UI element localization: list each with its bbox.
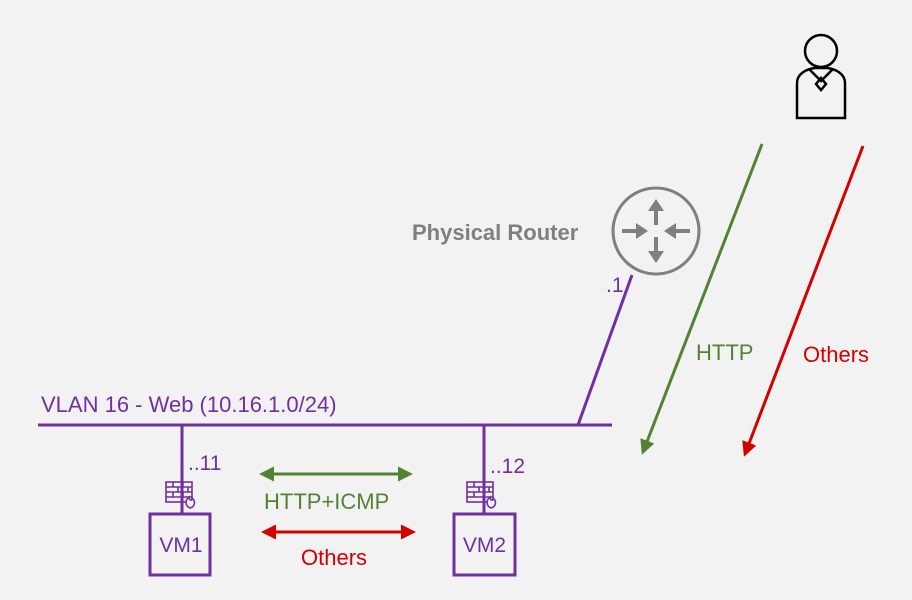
firewall-icon — [165, 481, 196, 509]
vm1-label: VM1 — [159, 534, 203, 557]
east-west-blocked-label: Others — [301, 545, 368, 570]
vlan-label: VLAN 16 - Web (10.16.1.0/24) — [41, 392, 337, 417]
vm1-ip-label: ..11 — [188, 452, 222, 475]
vm2-ip-label: ..12 — [490, 455, 526, 478]
inbound-allowed-label: HTTP — [696, 340, 754, 365]
inbound-blocked-label: Others — [803, 342, 870, 367]
inbound-blocked-arrow — [742, 145, 865, 457]
user-icon — [795, 33, 847, 120]
router-icon[interactable] — [611, 186, 701, 276]
router-label: Physical Router — [412, 220, 579, 245]
east-west-allowed-label: HTTP+ICMP — [264, 489, 390, 514]
vm2-label: VM2 — [462, 534, 507, 557]
firewall-icon — [466, 481, 497, 509]
router-ip-label: .1 — [606, 274, 624, 297]
vm2-box[interactable] — [452, 512, 517, 577]
router-uplink-line — [576, 274, 634, 426]
inbound-allowed-arrow — [640, 143, 764, 455]
vm1-box[interactable] — [148, 512, 212, 577]
